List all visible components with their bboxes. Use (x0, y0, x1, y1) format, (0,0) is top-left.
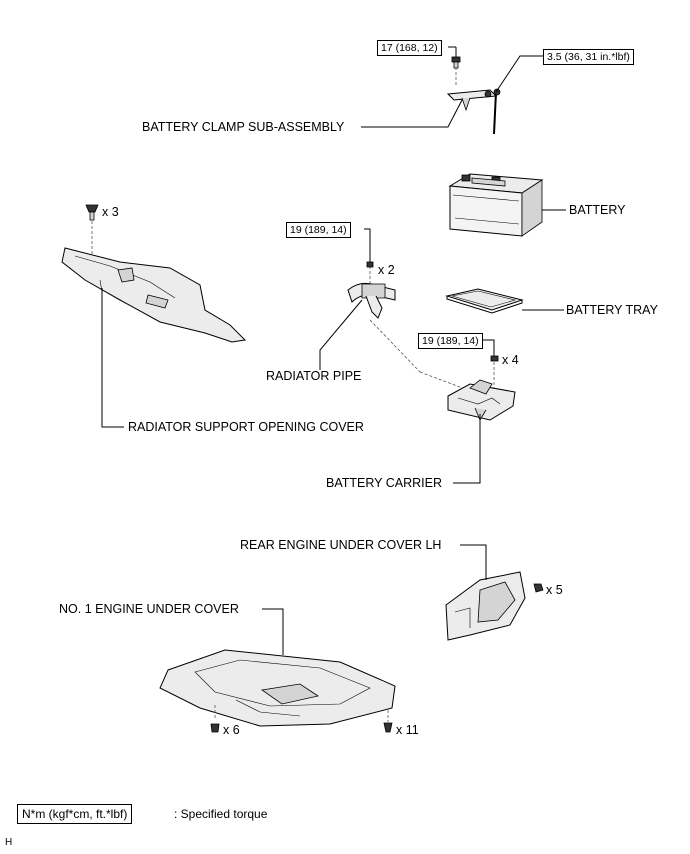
label-battery-tray: BATTERY TRAY (566, 303, 658, 317)
legend-description: : Specified torque (174, 807, 268, 821)
battery-illustration (448, 173, 544, 237)
leader-lines (101, 46, 566, 655)
qty-clip-cover: x 3 (102, 205, 119, 219)
torque-box-clamp-rod: 3.5 (36, 31 in.*lbf) (543, 49, 634, 65)
qty-carrier-bolt: x 4 (502, 353, 519, 367)
label-battery-carrier: BATTERY CARRIER (326, 476, 442, 490)
legend-torque-unit: N*m (kgf*cm, ft.*lbf) (17, 804, 133, 824)
radiator-support-cover-illustration (61, 204, 247, 343)
engine-under-cover-illustration (159, 649, 396, 733)
label-battery-clamp: BATTERY CLAMP SUB-ASSEMBLY (142, 120, 345, 134)
battery-clamp-illustration (446, 56, 501, 135)
qty-rear-cover-fastener: x 5 (546, 583, 563, 597)
label-radiator-support-cover: RADIATOR SUPPORT OPENING COVER (128, 420, 364, 434)
rear-engine-under-cover-illustration (445, 571, 544, 641)
qty-pipe-bolt: x 2 (378, 263, 395, 277)
torque-box-carrier-bolt: 19 (189, 14) (418, 333, 483, 349)
qty-under-cover-clip: x 11 (396, 723, 419, 737)
qty-under-cover-bolt: x 6 (223, 723, 240, 737)
torque-box-pipe-bolt: 19 (189, 14) (286, 222, 351, 238)
footer-code: H (5, 837, 13, 848)
label-rear-engine-under-cover: REAR ENGINE UNDER COVER LH (240, 538, 442, 552)
torque-box-clamp-bolt: 17 (168, 12) (377, 40, 442, 56)
label-battery: BATTERY (569, 203, 626, 217)
radiator-pipe-illustration (347, 261, 469, 391)
battery-tray-illustration (445, 288, 524, 314)
label-radiator-pipe: RADIATOR PIPE (266, 369, 362, 383)
label-engine-under-cover: NO. 1 ENGINE UNDER COVER (59, 602, 239, 616)
battery-carrier-illustration (447, 355, 516, 421)
